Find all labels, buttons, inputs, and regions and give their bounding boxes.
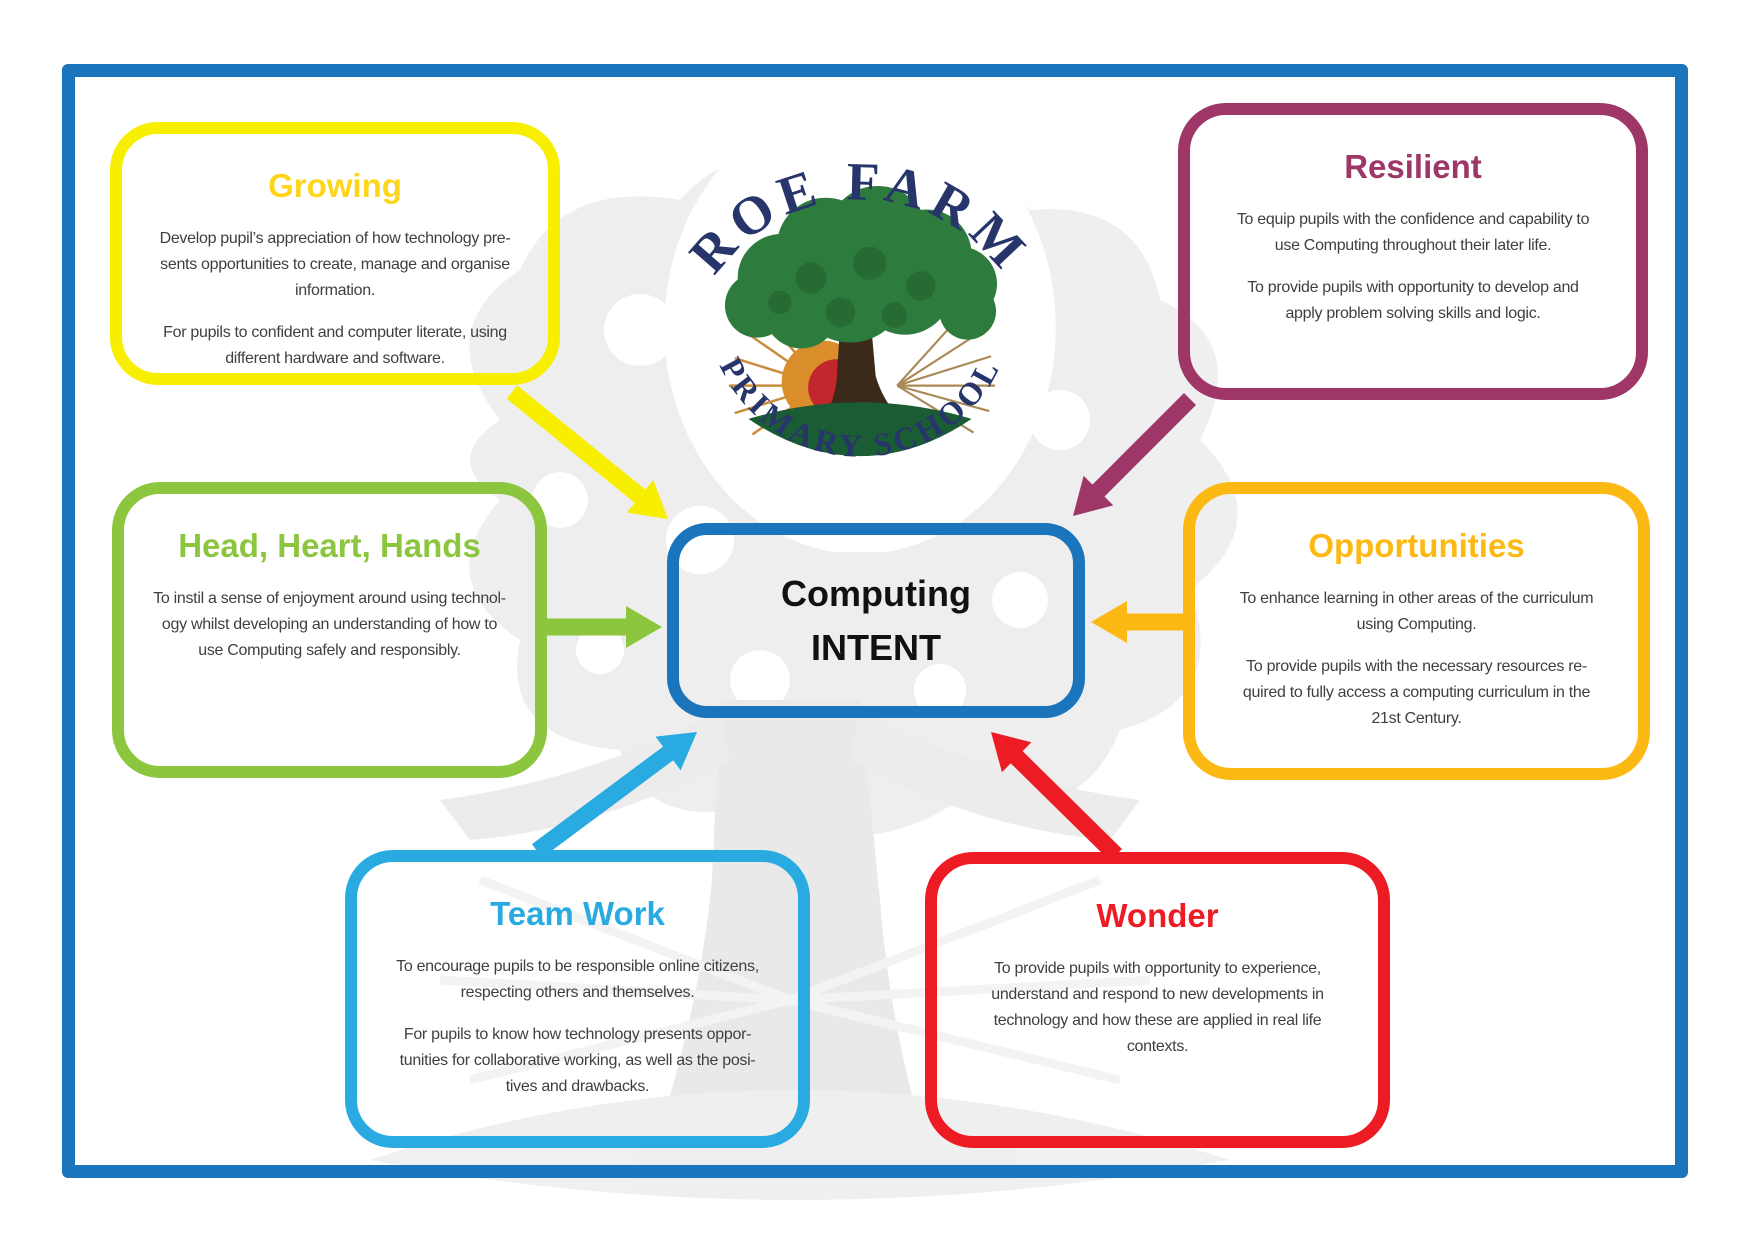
node-growing-paragraph-1: Develop pupil’s appreciation of how tech…	[159, 230, 511, 300]
node-growing-title: Growing	[268, 167, 402, 204]
center-title-line2: INTENT	[811, 626, 941, 668]
node-opportunities-paragraph-1: To enhance learning in other areas of th…	[1239, 590, 1594, 634]
node-team-work: Team Work To encourage pupils to be resp…	[345, 850, 810, 1148]
node-team-work-paragraph-1: To encourage pupils to be responsible on…	[396, 958, 759, 1002]
node-resilient-paragraph-1: To equip pupils with the confidence and …	[1236, 211, 1590, 255]
node-resilient: Resilient To equip pupils with the confi…	[1178, 103, 1648, 400]
page-border-frame	[62, 64, 1688, 1178]
node-head-heart-hands-title: Head, Heart, Hands	[178, 527, 481, 564]
node-resilient-paragraph-2: To provide pupils with opportunity to de…	[1247, 279, 1579, 323]
node-opportunities-title: Opportunities	[1308, 527, 1525, 564]
node-growing: Growing Develop pupil’s appreciation of …	[110, 122, 560, 385]
node-growing-paragraph-2: For pupils to confident and computer lit…	[163, 324, 507, 367]
node-resilient-title: Resilient	[1344, 148, 1482, 185]
school-logo: ROE FARM PRIMARY SCHOOL	[664, 99, 1056, 552]
center-title-line1: Computing	[781, 572, 971, 614]
node-opportunities-paragraph-2: To provide pupils with the necessary res…	[1242, 658, 1591, 727]
node-team-work-title: Team Work	[490, 895, 665, 932]
node-wonder-title: Wonder	[1096, 897, 1219, 934]
node-head-heart-hands: Head, Heart, Hands To instil a sense of …	[112, 482, 547, 778]
node-wonder: Wonder To provide pupils with opportunit…	[925, 852, 1390, 1148]
node-opportunities: Opportunities To enhance learning in oth…	[1183, 482, 1650, 780]
node-team-work-paragraph-2: For pupils to know how technology presen…	[399, 1026, 756, 1095]
node-wonder-paragraph-1: To provide pupils with opportunity to ex…	[991, 960, 1324, 1056]
node-computing-intent: Computing INTENT	[667, 523, 1085, 718]
node-head-heart-hands-paragraph-1: To instil a sense of enjoyment around us…	[153, 590, 506, 660]
